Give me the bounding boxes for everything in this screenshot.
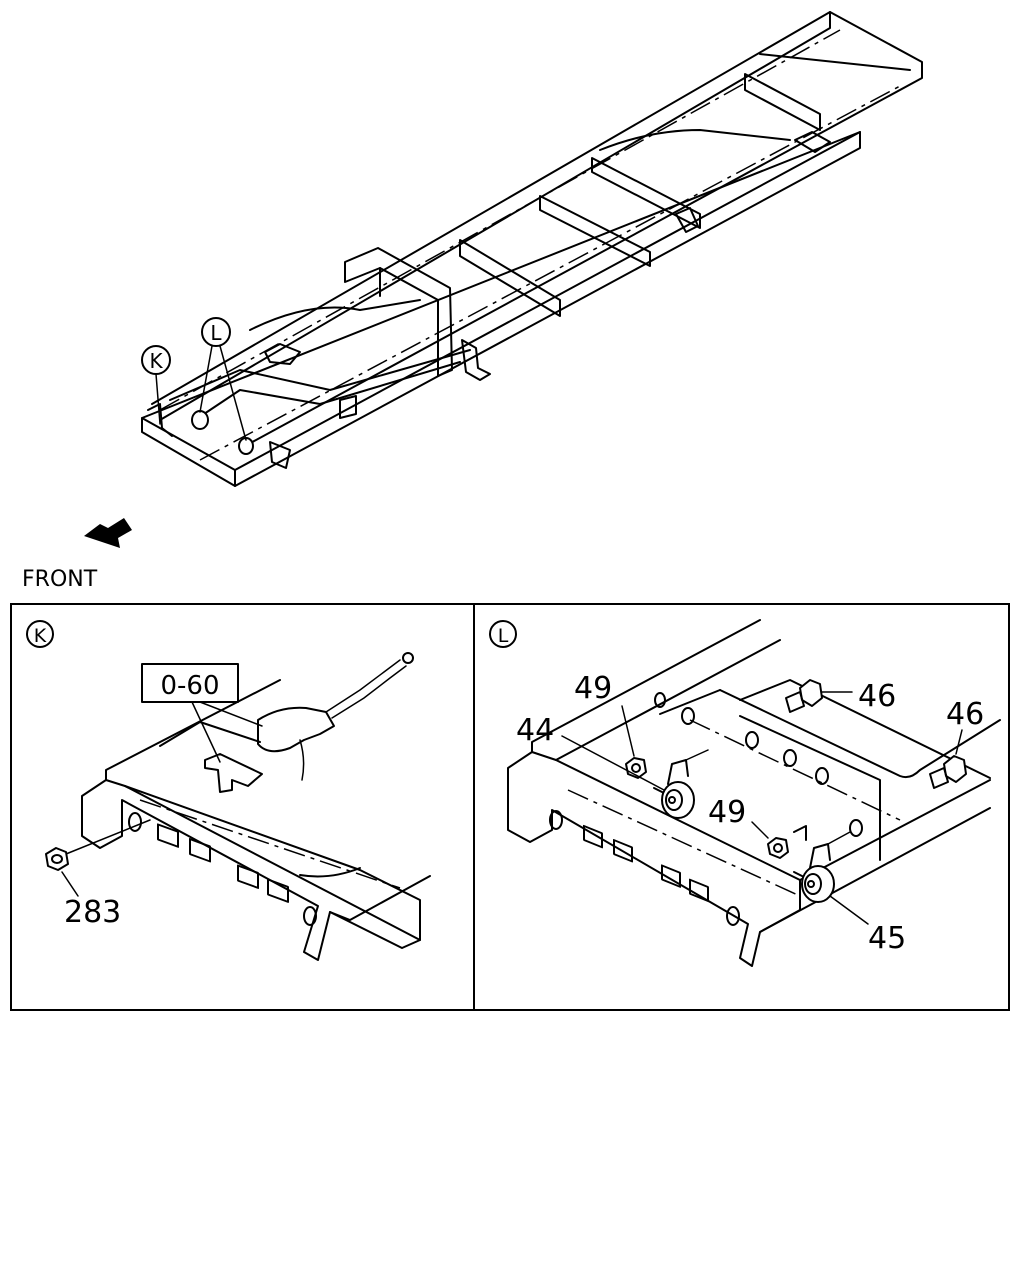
cross-member-mid — [539, 195, 651, 267]
part-label-44: 44 — [516, 713, 554, 748]
overview-callout-l: L — [199, 317, 247, 441]
part-label-46-right: 46 — [946, 697, 984, 732]
nut-49-lower — [751, 821, 789, 859]
spring-hanger-3 — [675, 207, 699, 233]
part-label-45: 45 — [868, 921, 906, 956]
bolt-46-right — [929, 729, 967, 789]
front-bracket — [147, 403, 173, 437]
saddle-bracket — [344, 247, 453, 377]
detail-k-connector — [257, 706, 335, 753]
part-label-46-upper: 46 — [858, 679, 896, 714]
spring-hanger-1 — [461, 339, 491, 381]
detail-l-frame-rail-front — [507, 751, 801, 967]
part-label-49-upper: 49 — [574, 671, 612, 706]
left-side-rail — [141, 131, 861, 487]
detail-k-ref-box — [141, 663, 239, 703]
cross-member-mid-rear — [591, 157, 701, 229]
nut-283 — [45, 847, 79, 897]
cross-member-front — [169, 349, 471, 401]
spring-hanger-4 — [794, 131, 831, 153]
detail-k-bracket — [204, 753, 263, 793]
callout-l-label: L — [210, 321, 222, 345]
front-direction-arrow: FRONT — [22, 518, 132, 592]
spring-hanger-2 — [269, 441, 291, 469]
part-label-283: 283 — [64, 895, 121, 930]
part-label-49-lower: 49 — [708, 795, 746, 830]
detail-k-frame-rail — [81, 779, 421, 961]
nut-49-upper — [621, 705, 647, 779]
horn-45 — [793, 825, 851, 903]
chassis-frame-drawing — [141, 11, 923, 487]
horn-location-1 — [191, 410, 209, 430]
front-label: FRONT — [22, 567, 98, 592]
bolt-46-upper — [785, 679, 853, 713]
callout-k-label: K — [149, 349, 163, 373]
detail-l-panel: L — [489, 619, 1001, 967]
horn-44 — [653, 749, 709, 819]
detail-panels-border — [10, 603, 1010, 1011]
detail-k-panel: K 0-60 283 — [26, 620, 431, 961]
detail-k-callout: K — [34, 625, 47, 647]
right-side-rail — [151, 11, 923, 447]
overview-callout-k: K — [141, 345, 171, 425]
detail-k-ref-label: 0-60 — [160, 671, 219, 701]
cross-member-rear — [744, 73, 821, 131]
detail-l-callout: L — [498, 625, 509, 647]
